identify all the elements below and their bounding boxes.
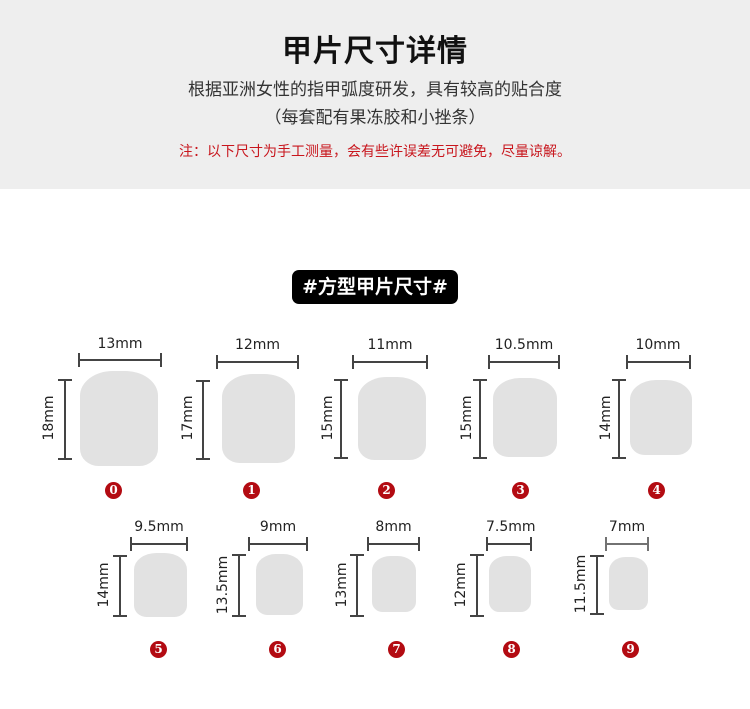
width-label: 13mm [97, 336, 143, 352]
height-dimension-line [196, 380, 210, 460]
height-dimension-line [590, 555, 604, 615]
width-label: 8mm [375, 519, 412, 535]
width-label: 10.5mm [494, 337, 554, 353]
height-label: 15mm [459, 395, 475, 441]
subtitle: 根据亚洲女性的指甲弧度研发，具有较高的贴合度 [188, 80, 562, 100]
height-label: 14mm [96, 562, 112, 608]
height-dimension-line [473, 379, 487, 459]
nail-shape [134, 553, 187, 617]
index-badge: 4 [648, 482, 665, 499]
width-label: 11mm [367, 337, 413, 353]
height-dimension-line [612, 379, 626, 459]
subtitle-accessories: （每套配有果冻胶和小挫条） [264, 108, 486, 128]
width-label: 9.5mm [134, 519, 184, 535]
measurement-note: 注：以下尺寸为手工测量，会有些许误差无可避免，尽量谅解。 [179, 144, 571, 160]
nail-shape [630, 380, 692, 455]
height-dimension-line [58, 379, 72, 460]
height-label: 13.5mm [215, 555, 231, 615]
height-label: 14mm [598, 395, 614, 441]
index-badge: 3 [512, 482, 529, 499]
header-banner: 甲片尺寸详情 根据亚洲女性的指甲弧度研发，具有较高的贴合度 （每套配有果冻胶和小… [0, 0, 750, 189]
height-dimension-line [232, 554, 246, 617]
index-badge: 1 [243, 482, 260, 499]
nail-shape [493, 378, 557, 457]
width-dimension-line [130, 537, 188, 551]
index-badge: 8 [503, 641, 520, 658]
nail-shape [80, 371, 158, 466]
width-dimension-line [626, 355, 691, 369]
height-dimension-line [113, 555, 127, 617]
height-dimension-line [334, 379, 348, 459]
width-label: 7mm [608, 519, 646, 535]
height-label: 13mm [334, 562, 350, 608]
width-dimension-line [488, 355, 560, 369]
height-label: 12mm [453, 562, 469, 608]
index-badge: 2 [378, 482, 395, 499]
width-label: 12mm [234, 337, 281, 353]
page-title: 甲片尺寸详情 [282, 34, 468, 69]
index-badge: 6 [269, 641, 286, 658]
width-dimension-line [352, 355, 428, 369]
nail-shape [358, 377, 426, 460]
height-label: 17mm [180, 395, 196, 441]
index-badge: 0 [105, 482, 122, 499]
nail-shape [372, 556, 416, 612]
height-dimension-line [470, 554, 484, 617]
height-label: 11.5mm [573, 554, 589, 614]
width-dimension-line [216, 355, 299, 369]
nail-shape [222, 374, 295, 463]
width-label: 10mm [635, 337, 681, 353]
width-dimension-line [248, 537, 308, 551]
width-dimension-line [486, 537, 532, 551]
height-label: 18mm [41, 395, 57, 441]
width-dimension-line [605, 537, 649, 551]
section-title-square-nails: #方型甲片尺寸# [292, 270, 458, 304]
height-dimension-line [350, 554, 364, 617]
nail-shape [256, 554, 303, 615]
nail-shape [489, 556, 531, 612]
width-label: 9mm [259, 519, 297, 535]
nail-shape [609, 557, 648, 610]
width-label: 7.5mm [486, 519, 536, 535]
index-badge: 5 [150, 641, 167, 658]
index-badge: 7 [388, 641, 405, 658]
width-dimension-line [367, 537, 420, 551]
width-dimension-line [78, 353, 162, 367]
height-label: 15mm [320, 395, 336, 441]
index-badge: 9 [622, 641, 639, 658]
